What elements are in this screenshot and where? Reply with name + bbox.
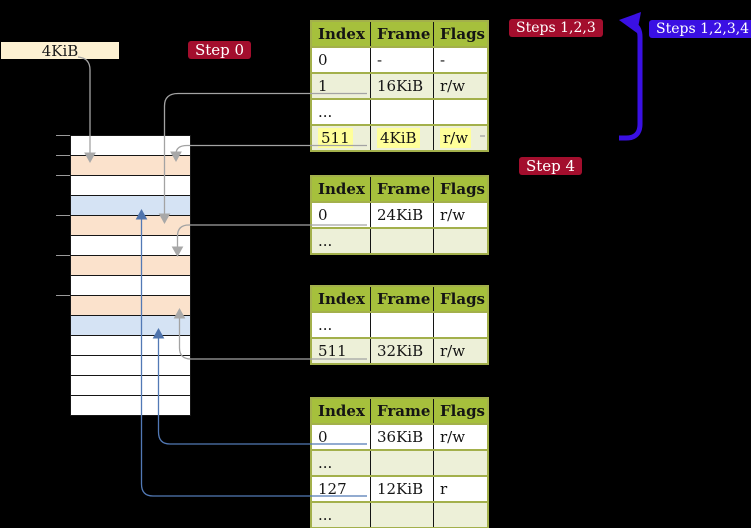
- step4-badge: Step 4: [519, 157, 583, 175]
- table-cell: 24KiB: [370, 201, 434, 228]
- table-cell: 0: [311, 201, 371, 228]
- column-header-flags: Flags: [433, 398, 488, 424]
- table-cell: 32KiB: [370, 337, 434, 364]
- highlighted-value: 4KiB: [377, 128, 420, 148]
- memory-row-white: [71, 136, 190, 155]
- column-header-frame: Frame: [370, 176, 434, 202]
- page-size-label: 4KiB: [1, 42, 119, 60]
- table-cell: -: [370, 46, 434, 73]
- memory-row-orange: [71, 255, 190, 275]
- memory-tick: [56, 295, 70, 296]
- table-cell: [433, 311, 488, 338]
- column-header-index: Index: [311, 398, 371, 424]
- steps123-badge: Steps 1,2,3: [509, 19, 603, 37]
- column-header-flags: Flags: [433, 286, 488, 312]
- table-cell: [370, 227, 434, 254]
- column-header-index: Index: [311, 176, 371, 202]
- table-cell: r/w: [433, 124, 488, 151]
- table-cell: r/w: [433, 423, 488, 450]
- table-cell: 16KiB: [370, 72, 434, 99]
- table-cell: [433, 501, 488, 528]
- memory-row-white: [71, 235, 190, 255]
- memory-row-white: [71, 275, 190, 295]
- table-cell: 511: [311, 124, 371, 151]
- column-header-index: Index: [311, 21, 371, 47]
- table-cell: -: [433, 46, 488, 73]
- table-cell: [370, 98, 434, 125]
- memory-row-white: [71, 395, 190, 415]
- memory-tick: [56, 175, 70, 176]
- column-header-flags: Flags: [433, 176, 488, 202]
- table-cell: r/w: [433, 201, 488, 228]
- step0-badge: Step 0: [188, 41, 252, 59]
- table-cell: 0: [311, 46, 371, 73]
- highlighted-value: 511: [318, 128, 353, 148]
- memory-row-blue: [71, 195, 190, 215]
- memory-tick: [56, 155, 70, 156]
- table-cell: 36KiB: [370, 423, 434, 450]
- table-cell: r/w: [433, 72, 488, 99]
- table-cell: 127: [311, 475, 371, 502]
- table-row: 0--: [311, 46, 488, 73]
- memory-row-orange: [71, 295, 190, 315]
- table-cell: [370, 449, 434, 476]
- table-row: ...: [311, 98, 488, 125]
- memory-column: [70, 135, 191, 416]
- table-row: ...: [311, 501, 488, 528]
- loop-arrow-steps1234: [619, 12, 643, 141]
- memory-row-orange: [71, 215, 190, 235]
- memory-tick: [56, 135, 70, 136]
- highlighted-value: r/w: [440, 128, 472, 148]
- table-cell: ...: [311, 449, 371, 476]
- column-header-index: Index: [311, 286, 371, 312]
- table-row: ...: [311, 311, 488, 338]
- table-row: 511 4KiB r/w: [311, 124, 488, 151]
- table-cell: ...: [311, 501, 371, 528]
- column-header-frame: Frame: [370, 286, 434, 312]
- table-row: ...: [311, 449, 488, 476]
- table-cell: 12KiB: [370, 475, 434, 502]
- table-cell: r: [433, 475, 488, 502]
- memory-tick: [56, 255, 70, 256]
- table-cell: ...: [311, 311, 371, 338]
- table-cell: [370, 311, 434, 338]
- column-header-frame: Frame: [370, 21, 434, 47]
- column-header-flags: Flags: [433, 21, 488, 47]
- memory-row-blue: [71, 315, 190, 335]
- steps1234-badge: Steps 1,2,3,4: [649, 20, 751, 38]
- table-cell: r/w: [433, 337, 488, 364]
- table-cell: [433, 98, 488, 125]
- memory-row-orange: [71, 155, 190, 175]
- table-cell: [433, 227, 488, 254]
- table-cell: 4KiB: [370, 124, 434, 151]
- memory-row-white: [71, 355, 190, 375]
- table-cell: [370, 501, 434, 528]
- table-cell: [433, 449, 488, 476]
- table-row: ...: [311, 227, 488, 254]
- table-cell: 1: [311, 72, 371, 99]
- memory-row-white: [71, 375, 190, 395]
- table-cell: 511: [311, 337, 371, 364]
- memory-tick: [56, 215, 70, 216]
- column-header-frame: Frame: [370, 398, 434, 424]
- table-cell: 0: [311, 423, 371, 450]
- memory-row-white: [71, 335, 190, 355]
- memory-row-white: [71, 175, 190, 195]
- table-cell: ...: [311, 227, 371, 254]
- table-cell: ...: [311, 98, 371, 125]
